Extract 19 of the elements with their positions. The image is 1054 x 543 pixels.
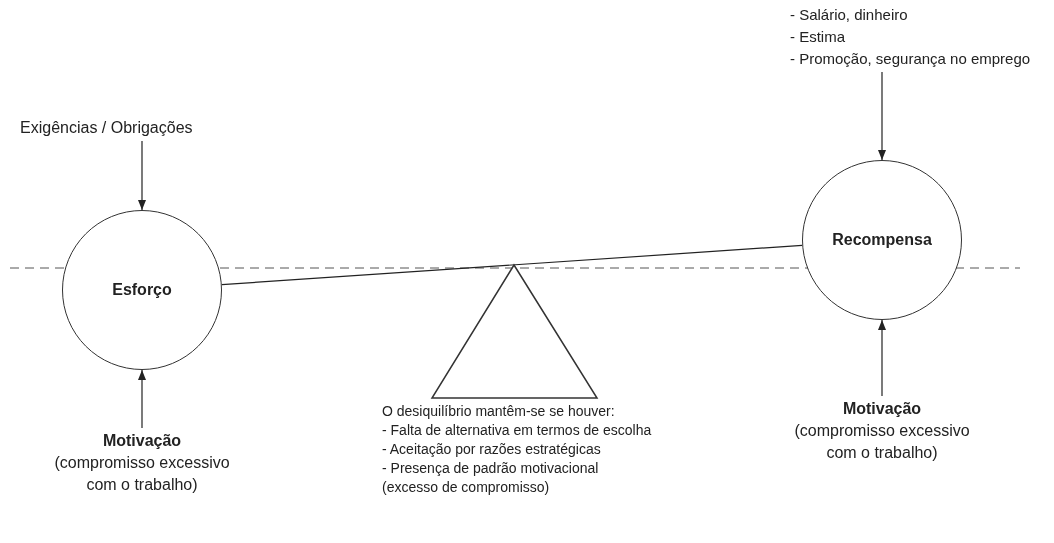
heading-text: Motivação (101, 431, 183, 451)
list-item: - Salário, dinheiro (790, 5, 909, 25)
note-item: - Presença de padrão motivacional (excesso de compromisso) (382, 459, 600, 497)
list-item: - Estima (790, 27, 846, 47)
arrow (878, 319, 886, 397)
reward-circle: Recompensa (802, 160, 962, 320)
demand-text: Exigências / Obrigações (20, 118, 194, 138)
effort-circle: Esforço (62, 210, 222, 370)
note-item: - Aceitação por razões estratégicas (382, 440, 601, 459)
arrow (878, 71, 886, 161)
balance-beam (221, 244, 803, 286)
heading-text: Motivação (841, 399, 923, 419)
description-text: (compromisso excessivo com o trabalho) (793, 421, 971, 463)
list-item: - Promoção, segurança no emprego (790, 49, 1032, 69)
note-item: - Falta de alternativa em termos de escolha (382, 421, 652, 440)
note-heading: O desiquilíbrio mantêm-se se houver: (382, 402, 615, 421)
description-text: (compromisso excessivo com o trabalho) (53, 453, 231, 495)
arrow (138, 369, 146, 429)
arrow (138, 140, 146, 211)
